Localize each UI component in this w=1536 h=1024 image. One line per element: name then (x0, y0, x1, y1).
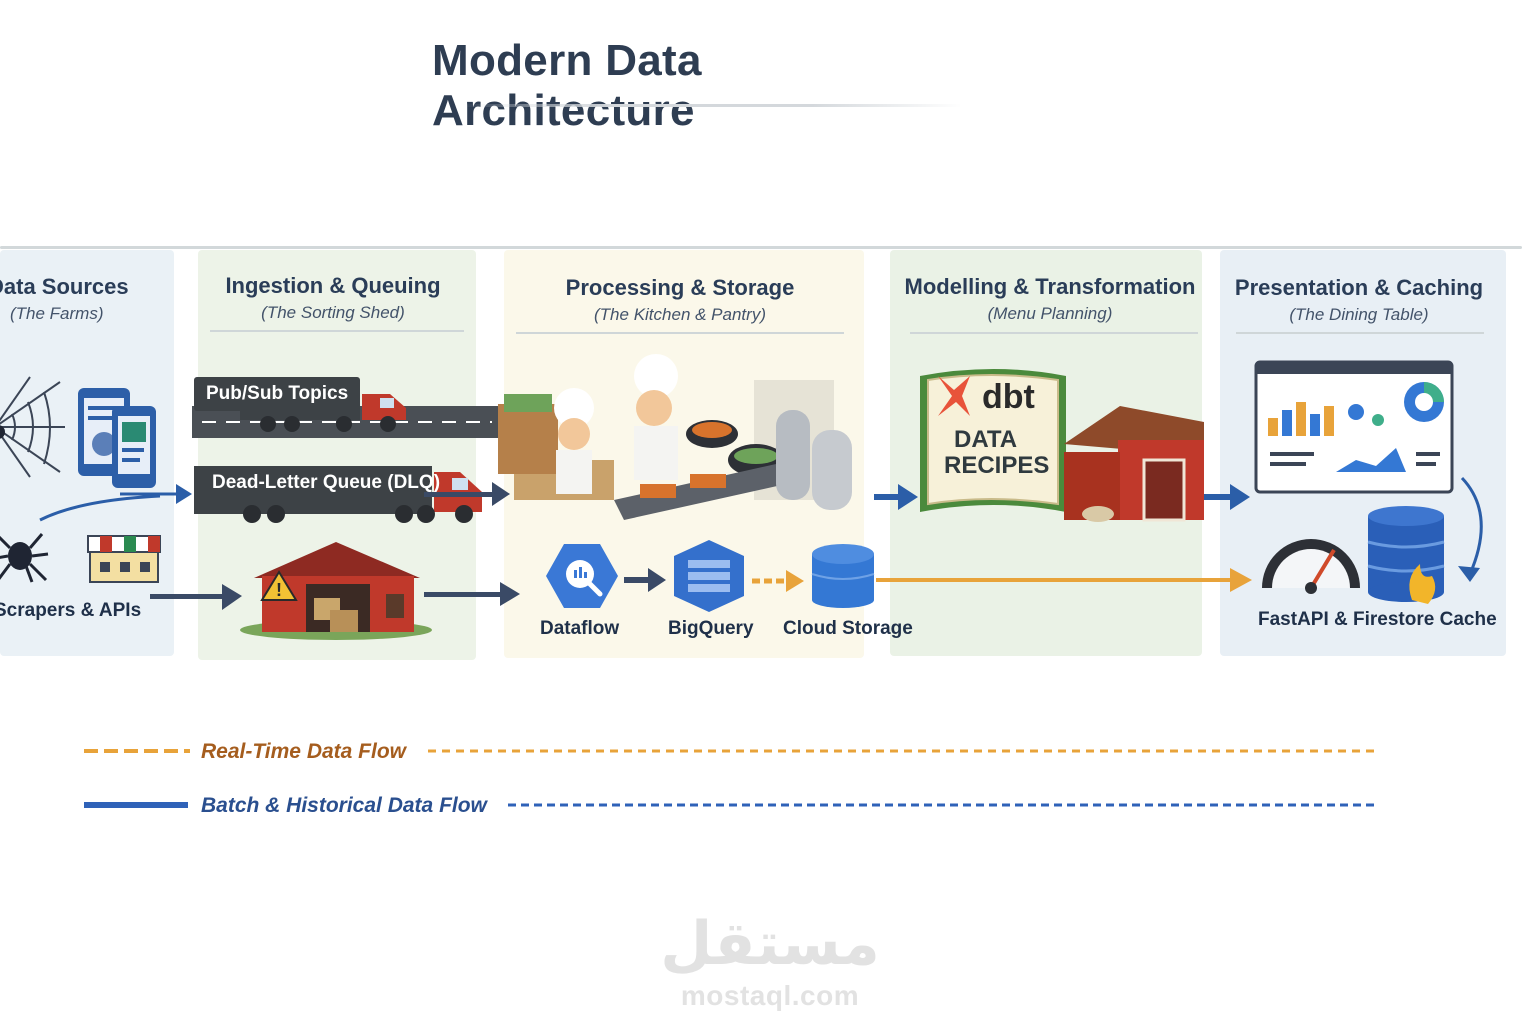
stage-heading-presentation: Presentation & Caching (The Dining Table… (1224, 275, 1494, 325)
dataflow-icon (546, 544, 618, 608)
stage-title: Data Sources (0, 274, 129, 299)
book-title-line2: RECIPES (944, 452, 1050, 479)
stage-heading-modelling: Modelling & Transformation (Menu Plannin… (900, 274, 1200, 324)
cloud-storage-label: Cloud Storage (783, 618, 913, 639)
bigquery-label: BigQuery (668, 618, 754, 639)
pubsub-topics-sign: Pub/Sub Topics (194, 377, 361, 411)
dataflow-label: Dataflow (540, 618, 620, 639)
stage-title: Processing & Storage (565, 275, 795, 300)
stage-subtitle: (The Dining Table) (1289, 305, 1429, 324)
legend-batch-line (84, 802, 1378, 808)
arrow-scrapers-to-barn (150, 584, 242, 610)
stage-subtitle: (The Kitchen & Pantry) (594, 305, 766, 324)
legend-batch-label: Batch & Historical Data Flow (201, 794, 487, 817)
page-title: Modern Data Architecture (432, 36, 702, 135)
scrapers-apis-label: Scrapers & APIs (0, 600, 142, 621)
watermark-latin: mostaql.com (680, 980, 860, 1011)
mostaql-watermark: مستقل mostaql.com (600, 908, 940, 1012)
spider-web-icon (0, 376, 65, 478)
arrow-dataflow-to-bigquery (624, 568, 666, 592)
spider-scraper-icon (0, 533, 49, 583)
kitchen-chefs-illustration (498, 354, 852, 520)
arrow-ingestion-to-processing (424, 482, 520, 606)
dlq-sign: Dead-Letter Queue (DLQ) (212, 472, 441, 493)
stage-heading-processing: Processing & Storage (The Kitchen & Pant… (530, 275, 830, 325)
legend-realtime-label: Real-Time Data Flow (201, 740, 406, 763)
stage-subtitle: (The Sorting Shed) (261, 303, 405, 322)
heading-rule (210, 330, 464, 332)
farm-barn-icon (1064, 406, 1204, 522)
stage-subtitle: (Menu Planning) (987, 304, 1113, 323)
storefront-icon (87, 535, 161, 583)
dlq-truck-icon (194, 466, 482, 523)
speedometer-icon (1262, 539, 1360, 594)
mobile-app-icon (78, 388, 156, 488)
dashboard-icon (1254, 360, 1454, 494)
title-underline (462, 104, 962, 107)
watermark-arabic: مستقل (660, 909, 880, 979)
firestore-database-icon (1367, 506, 1445, 604)
legend-realtime-line (84, 749, 1378, 753)
heading-rule (910, 332, 1198, 334)
stage-heading-data-sources: Data Sources (The Farms) (0, 274, 138, 324)
arrow-cloud-storage-to-cache (876, 568, 1252, 592)
stage-title: Ingestion & Queuing (225, 273, 441, 298)
diagram-top-rule (0, 246, 1522, 249)
cloud-storage-icon (811, 544, 875, 608)
dbt-recipe-book-illustration (920, 369, 1066, 512)
warning-barn-icon: ! (240, 542, 432, 640)
dbt-logo-text: dbt (982, 378, 1035, 416)
arrow-bigquery-to-cloud-storage (752, 570, 804, 592)
heading-rule (516, 332, 844, 334)
arrow-modelling-to-presentation (1204, 484, 1250, 510)
stage-title: Presentation & Caching (1234, 275, 1484, 300)
stage-subtitle: (The Farms) (10, 304, 104, 323)
svg-text:!: ! (276, 580, 282, 600)
heading-rule (1236, 332, 1484, 334)
arrow-processing-to-modelling (874, 484, 918, 510)
fastapi-firestore-label: FastAPI & Firestore Cache (1258, 609, 1497, 630)
stage-title: Modelling & Transformation (904, 274, 1196, 299)
book-title-line1: DATA (954, 426, 1018, 453)
stage-heading-ingestion: Ingestion & Queuing (The Sorting Shed) (208, 273, 458, 323)
bigquery-icon (674, 540, 744, 612)
refresh-curve-arrow (1458, 476, 1483, 582)
